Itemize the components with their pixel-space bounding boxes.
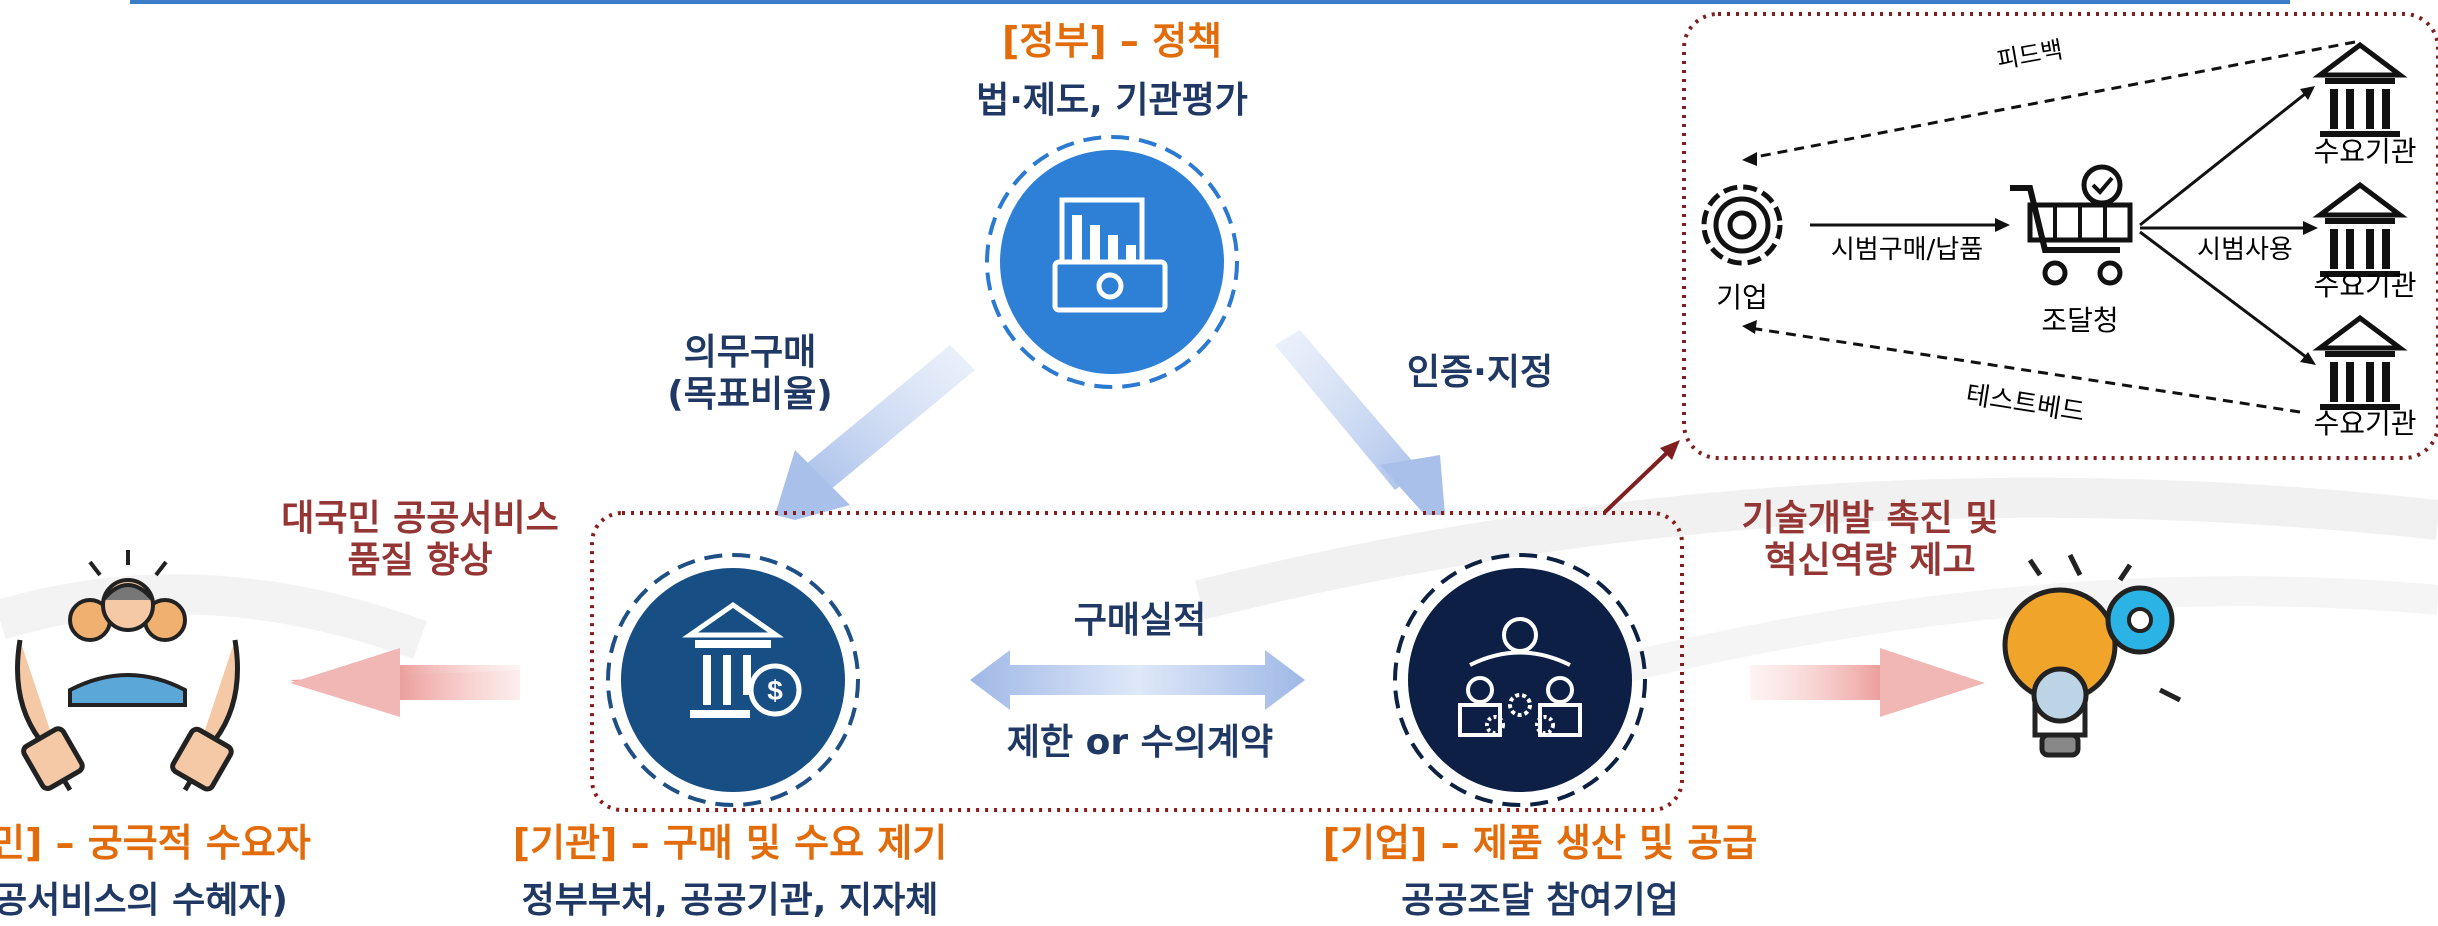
inset-company-label: 기업 <box>1716 281 1768 314</box>
agency-subtitle: 정부부처, 공공기관, 지자체 <box>521 880 939 921</box>
citizen-title: 민] – 궁극적 수요자 <box>0 821 311 865</box>
inset-pilot-purchase-label: 시범구매/납품 <box>1830 235 1984 265</box>
inset-procurement-label: 조달청 <box>2041 304 2119 337</box>
agency-icon: $ <box>606 553 860 807</box>
arrow-gov-to-company <box>1275 330 1445 515</box>
inset-demand-org-2: 수요기관 <box>2313 269 2417 302</box>
svg-text:$: $ <box>767 675 783 706</box>
arrow-to-innovation <box>1750 648 1985 717</box>
inset-arrows <box>1742 40 2356 414</box>
inset-gear-icon <box>1701 184 1783 266</box>
double-arrow-exchange <box>970 650 1305 710</box>
inset-building-icons <box>2312 41 2408 410</box>
arrow-to-inset <box>1603 440 1680 514</box>
company-icon <box>1393 553 1647 807</box>
company-title: [기업] – 제품 생산 및 공급 <box>1322 821 1758 865</box>
government-title: [정부] – 정책 <box>1001 19 1223 63</box>
target-ratio-label: (목표비율) <box>667 374 833 415</box>
arrow-to-citizen <box>290 648 520 717</box>
agency-title: [기관] – 구매 및 수요 제기 <box>512 821 948 865</box>
inset-cart-icon <box>2010 164 2133 286</box>
citizen-icon <box>15 550 240 792</box>
inset-box <box>1682 12 2438 460</box>
mandatory-purchase-label: 의무구매 <box>683 332 817 373</box>
restricted-contract-label: 제한 or 수의계약 <box>1006 722 1274 763</box>
purchase-record-label: 구매실적 <box>1073 600 1207 641</box>
inset-pilot-use-label: 시범사용 <box>2197 235 2293 265</box>
inset-demand-org-3: 수요기관 <box>2313 407 2417 440</box>
innovation-icon <box>2002 553 2182 758</box>
inset-demand-org-1: 수요기관 <box>2313 135 2417 168</box>
government-icon <box>985 135 1239 389</box>
company-benefit-line2: 혁신역량 제고 <box>1764 540 1976 581</box>
company-subtitle: 공공조달 참여기업 <box>1401 880 1679 921</box>
citizen-subtitle: 공서비스의 수혜자) <box>0 880 288 921</box>
company-benefit-line1: 기술개발 촉진 및 <box>1741 498 1999 539</box>
citizen-benefit-line2: 품질 향상 <box>347 540 493 581</box>
agency-company-group-box <box>590 511 1684 812</box>
certification-label: 인증·지정 <box>1406 352 1554 393</box>
government-subtitle: 법·제도, 기관평가 <box>976 80 1248 121</box>
arrow-gov-to-agency <box>775 345 975 520</box>
citizen-benefit-line1: 대국민 공공서비스 <box>281 498 559 539</box>
